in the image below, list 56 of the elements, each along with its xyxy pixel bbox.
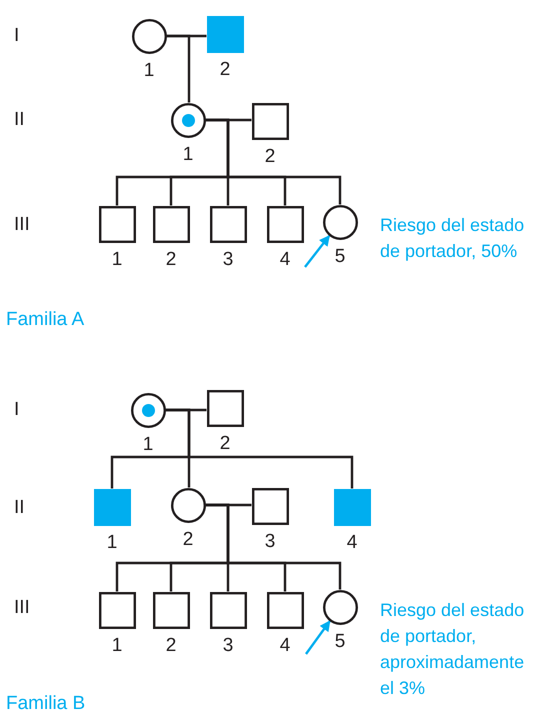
female-symbol xyxy=(170,488,206,522)
individual-number: 1 xyxy=(106,532,118,552)
individual-number: 4 xyxy=(346,532,358,552)
carrier-female-symbol xyxy=(170,102,206,138)
male-symbol xyxy=(252,488,288,524)
individual-number: 2 xyxy=(182,530,194,550)
generation-label: III xyxy=(14,215,30,235)
individual-number: 5 xyxy=(334,246,346,266)
descent-line xyxy=(166,34,190,102)
individual-number: 1 xyxy=(182,144,194,164)
individual-number: 1 xyxy=(142,60,156,80)
individual-number: 2 xyxy=(218,60,232,80)
male-symbol xyxy=(266,206,304,242)
generation-label: I xyxy=(14,400,20,420)
proband-arrow xyxy=(304,234,330,268)
male-symbol xyxy=(98,206,136,242)
descent-line xyxy=(206,504,342,590)
male-symbol xyxy=(98,592,136,628)
individual-number: 2 xyxy=(164,636,178,656)
proband-arrow xyxy=(305,620,331,655)
generation-label: II xyxy=(14,498,25,518)
individual-number: 4 xyxy=(278,636,292,656)
descent-line xyxy=(206,118,342,204)
family-label: Familia B xyxy=(6,694,86,714)
male-symbol xyxy=(206,390,244,426)
female-symbol xyxy=(322,204,358,240)
individual-number: 5 xyxy=(334,632,346,652)
individual-number: 3 xyxy=(264,532,276,552)
individual-number: 3 xyxy=(222,636,234,656)
individual-number: 2 xyxy=(264,146,276,166)
female-symbol xyxy=(132,18,166,54)
descent-line xyxy=(166,408,354,488)
male-symbol xyxy=(210,592,246,628)
carrier-female-symbol xyxy=(130,392,166,428)
individual-number: 4 xyxy=(278,250,292,270)
generation-label: III xyxy=(14,598,30,618)
male-symbol xyxy=(152,206,190,242)
individual-number: 2 xyxy=(164,250,178,270)
affected-male-symbol xyxy=(334,488,370,526)
male-symbol xyxy=(210,206,246,242)
affected-male-symbol xyxy=(94,488,130,526)
male-symbol xyxy=(152,592,190,628)
affected-male-symbol xyxy=(206,16,244,52)
male-symbol xyxy=(266,592,304,628)
generation-label: II xyxy=(14,110,25,130)
individual-number: 1 xyxy=(110,636,124,656)
individual-number: 1 xyxy=(142,434,154,454)
individual-number: 2 xyxy=(218,434,232,454)
generation-label: I xyxy=(14,26,20,46)
individual-number: 3 xyxy=(222,250,234,270)
female-symbol xyxy=(322,590,358,624)
male-symbol xyxy=(252,102,288,140)
family-label: Familia A xyxy=(6,310,84,330)
risk-note: Riesgo del estado de portador, 50% xyxy=(380,214,526,263)
individual-number: 1 xyxy=(110,250,124,270)
risk-note: Riesgo del estado de portador, aproximadamente el 3% xyxy=(380,599,526,700)
